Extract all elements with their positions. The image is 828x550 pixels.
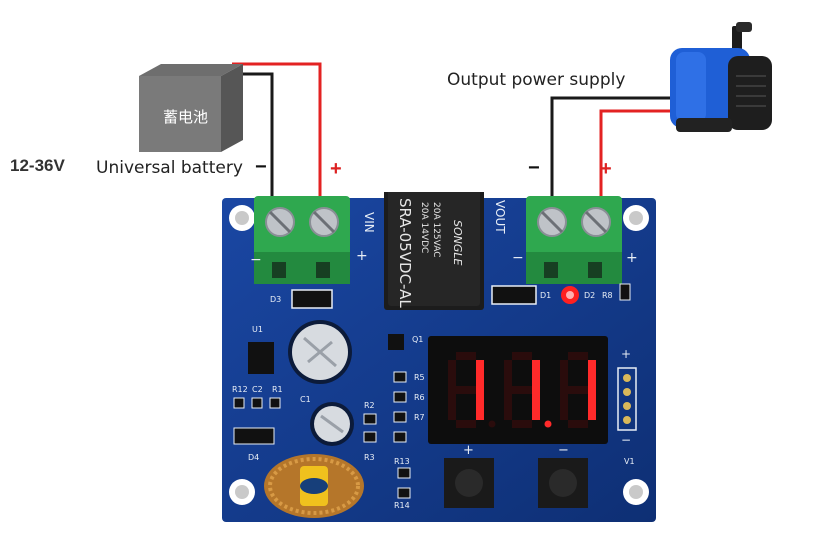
universal-battery-label: Universal battery	[96, 158, 243, 178]
svg-text:D4: D4	[248, 453, 259, 462]
vout-silk: VOUT	[493, 200, 507, 234]
svg-text:V1: V1	[624, 457, 635, 466]
input-terminal-block	[254, 196, 350, 284]
digit-1-segment-d	[456, 420, 476, 428]
svg-text:R6: R6	[414, 393, 425, 402]
smd-components	[233, 371, 411, 499]
battery-positive-wire	[232, 62, 322, 200]
svg-text:U1: U1	[252, 325, 263, 334]
decimal-point-1	[488, 420, 496, 428]
svg-text:R1: R1	[272, 385, 283, 394]
battery-negative-wire	[232, 72, 274, 200]
svg-text:+: +	[463, 443, 474, 458]
svg-text:R7: R7	[414, 413, 425, 422]
minus-button[interactable]	[538, 458, 588, 508]
relay-brand: SONGLE	[451, 220, 464, 266]
digit-2-segment-g	[512, 386, 532, 394]
svg-text:R13: R13	[394, 457, 410, 466]
pcb-board: VIN − + VOUT − + SRA-05VDC-AL 20A 14VDC …	[222, 192, 656, 522]
svg-text:R5: R5	[414, 373, 425, 382]
digit-1-segment-g	[456, 386, 476, 394]
relay: SRA-05VDC-AL 20A 14VDC 20A 125VAC SONGLE	[384, 192, 484, 310]
digit-3-segment-e	[560, 390, 568, 420]
svg-text:D1: D1	[540, 291, 551, 300]
svg-text:+: +	[621, 347, 631, 361]
vout-minus-silk: −	[512, 250, 524, 266]
digit-3-segment-f	[560, 360, 568, 390]
vout-plus-silk: +	[626, 250, 638, 266]
digit-1-segment-f	[448, 360, 456, 390]
plus-button[interactable]	[444, 458, 494, 508]
capacitor-large	[288, 320, 352, 384]
digit-2-segment-f	[504, 360, 512, 390]
battery-image	[139, 64, 243, 152]
svg-text:−: −	[558, 443, 569, 458]
vin-silk: VIN	[362, 212, 376, 233]
digit-1-segment-c	[476, 390, 484, 420]
digit-3-segment-g	[568, 386, 588, 394]
digit-3-segment-d	[568, 420, 588, 428]
svg-text:Q1: Q1	[412, 335, 423, 344]
diode-d3	[291, 289, 333, 309]
svg-text:R3: R3	[364, 453, 375, 462]
svg-text:C1: C1	[300, 395, 311, 404]
vin-minus-silk: −	[250, 252, 262, 268]
output-negative-wire	[550, 96, 672, 196]
relay-rating-1: 20A 14VDC	[419, 202, 429, 253]
digit-3-segment-b	[588, 360, 596, 390]
diode-d1	[491, 285, 537, 305]
output-plus-sign: +	[600, 158, 612, 180]
vin-plus-silk: +	[356, 248, 368, 264]
output-minus-sign: −	[528, 157, 540, 179]
svg-text:R12: R12	[232, 385, 248, 394]
digit-3-segment-a	[568, 352, 588, 360]
display-digits	[448, 352, 596, 428]
battery-plus-sign: +	[330, 158, 342, 180]
mounting-holes	[229, 205, 649, 505]
digit-2-segment-b	[532, 360, 540, 390]
ic-u1	[248, 342, 274, 374]
toroid-inductor	[264, 454, 364, 518]
svg-text:R2: R2	[364, 401, 375, 410]
svg-text:R8: R8	[602, 291, 613, 300]
digit-3-segment-c	[588, 390, 596, 420]
digit-1-segment-e	[448, 390, 456, 420]
svg-text:−: −	[621, 433, 631, 447]
digit-2-segment-a	[512, 352, 532, 360]
output-power-supply-label: Output power supply	[447, 70, 626, 90]
digit-2-segment-c	[532, 390, 540, 420]
digit-2-segment-e	[504, 390, 512, 420]
digit-1-segment-a	[456, 352, 476, 360]
battery-minus-sign: −	[255, 156, 267, 178]
svg-text:D2: D2	[584, 291, 595, 300]
battery-text: 蓄电池	[163, 108, 209, 126]
output-terminal-block	[526, 196, 622, 284]
capacitor-small	[310, 402, 354, 446]
decimal-point-2	[544, 420, 552, 428]
relay-model: SRA-05VDC-AL	[396, 198, 414, 308]
svg-text:C2: C2	[252, 385, 263, 394]
svg-text:R14: R14	[394, 501, 410, 510]
digit-2-segment-d	[512, 420, 532, 428]
relay-rating-2: 20A 125VAC	[431, 202, 441, 258]
digit-1-segment-b	[476, 360, 484, 390]
output-positive-wire	[599, 109, 672, 198]
voltage-range-label: 12-36V	[10, 156, 65, 175]
pin-header	[617, 367, 637, 431]
water-pump-image	[670, 22, 772, 132]
transistor-q1	[388, 334, 404, 350]
svg-text:D3: D3	[270, 295, 281, 304]
